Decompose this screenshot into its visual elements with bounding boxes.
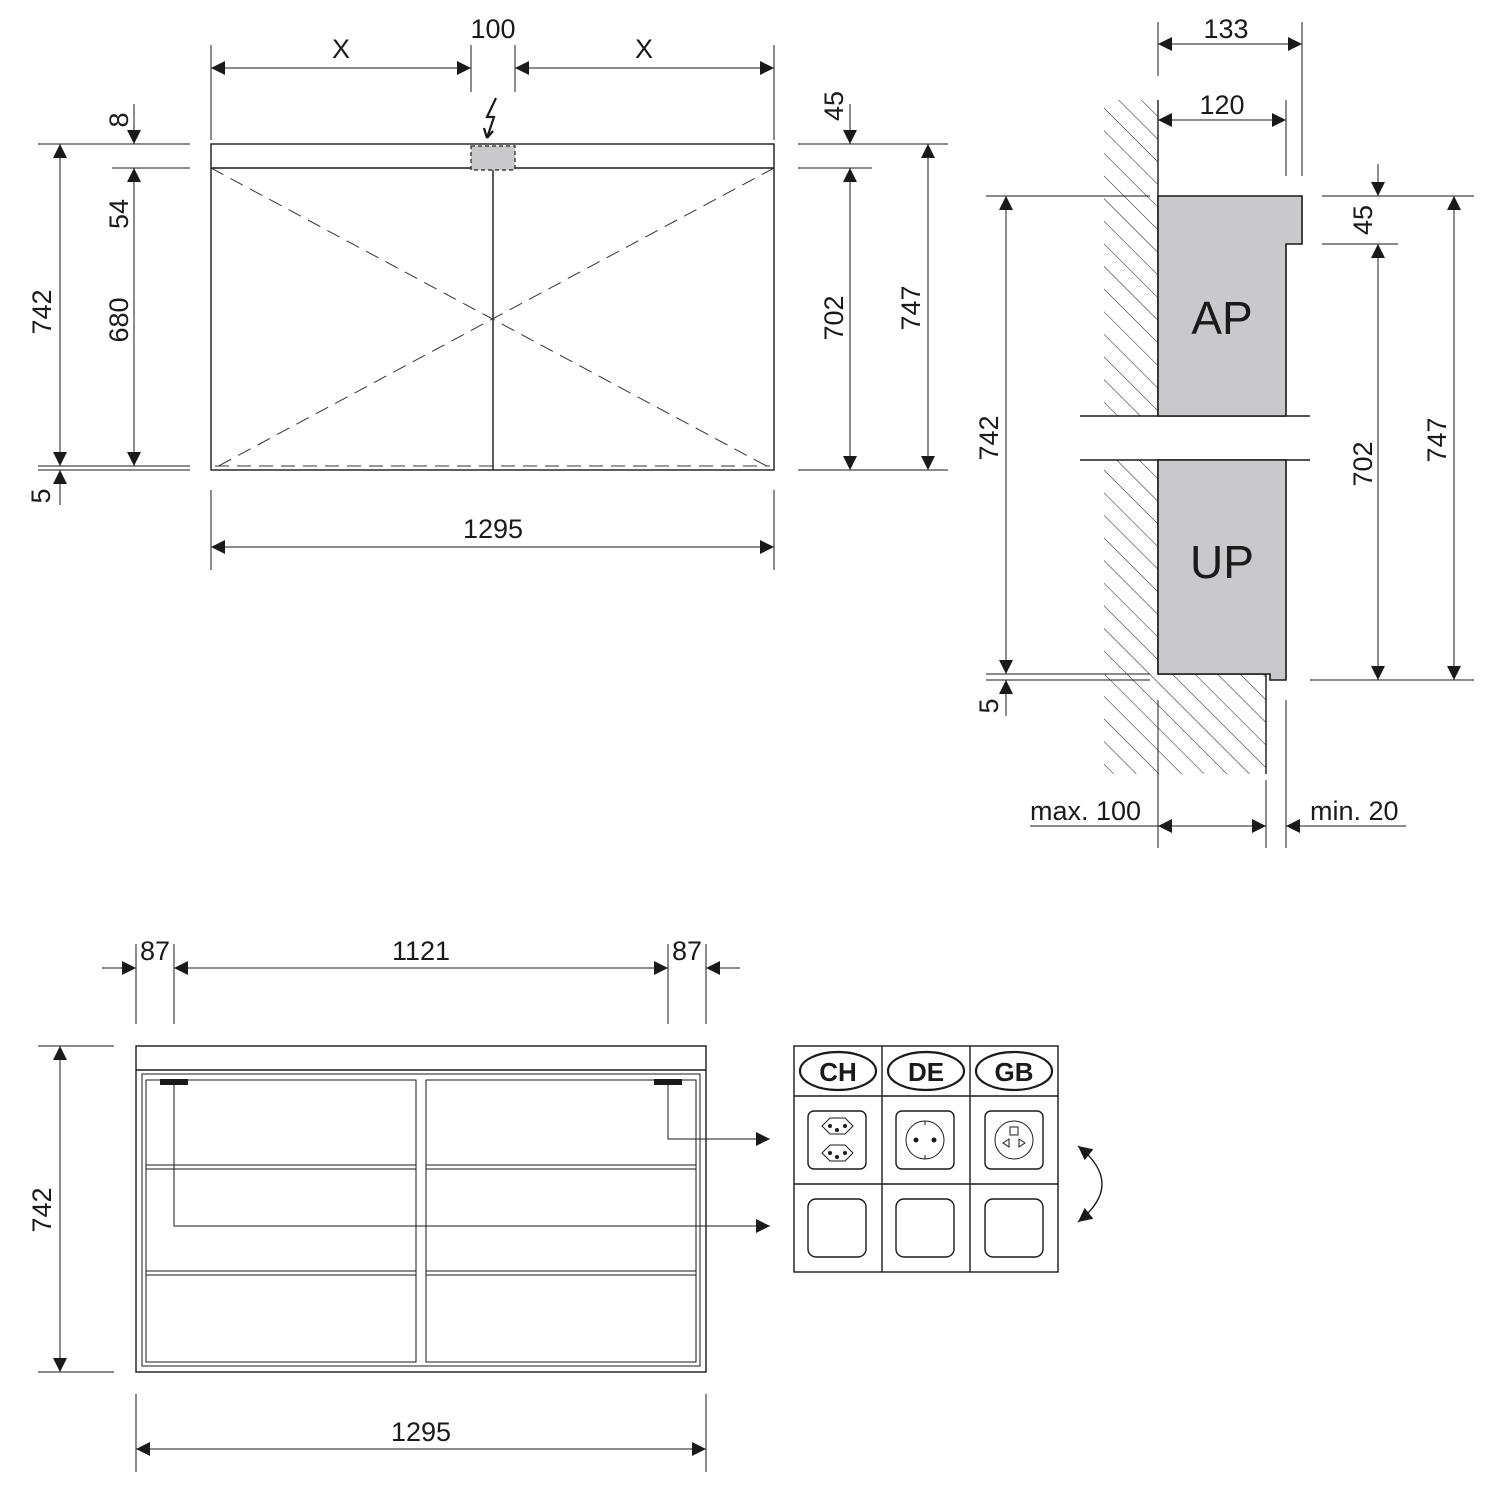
power-connection-box <box>470 145 516 171</box>
bottom-view: 87 1121 87 742 1295 <box>27 936 770 1472</box>
label-side-right-body: 702 <box>1348 441 1378 486</box>
front-view: X 100 X 1295 8 54 680 742 5 45 702 747 <box>26 14 948 570</box>
label-ap: AP <box>1191 292 1252 344</box>
label-gap-left: X <box>332 34 350 64</box>
label-country-ch: CH <box>819 1057 857 1087</box>
light-right <box>654 1079 682 1085</box>
cabinet-surface-mounted <box>1157 195 1303 417</box>
label-max: max. 100 <box>1030 796 1141 826</box>
blank-plate-ch <box>807 1198 867 1258</box>
country-badge-de <box>886 1050 966 1092</box>
label-left-margin: 87 <box>140 936 170 966</box>
label-gap-center: 100 <box>470 14 515 44</box>
side-view: AP UP 133 120 742 5 45 702 747 <box>974 14 1474 848</box>
label-side-right-top: 45 <box>1348 205 1378 235</box>
blank-plate-de <box>895 1198 955 1258</box>
bottom-cabinet-outline <box>135 1045 707 1373</box>
blank-plate-gb <box>984 1198 1044 1258</box>
ch-socket-icon <box>807 1110 867 1170</box>
front-door-diagonal <box>210 167 775 471</box>
label-right-top: 45 <box>819 91 849 121</box>
swap-arrow-icon <box>1077 1145 1103 1223</box>
label-bottom-offset: 5 <box>26 488 56 503</box>
wall-hatch-lower <box>1104 460 1158 674</box>
gb-socket-icon <box>984 1110 1044 1170</box>
socket-panel: CH DE GB <box>793 1045 1103 1273</box>
label-gap-right: X <box>635 34 653 64</box>
light-left <box>160 1079 188 1085</box>
country-badge-ch <box>798 1050 878 1092</box>
label-side-total-left: 742 <box>974 415 1004 460</box>
label-country-de: DE <box>908 1057 944 1087</box>
label-side-right-total: 747 <box>1422 417 1452 462</box>
lightning-icon <box>482 97 497 139</box>
label-right-total: 747 <box>896 285 926 330</box>
wall-hatch-upper <box>1104 100 1158 416</box>
cabinet-recessed <box>1157 459 1287 681</box>
label-bottom-width: 1295 <box>391 1417 451 1447</box>
wall-hatch-bottom <box>1104 674 1266 774</box>
label-right-margin: 87 <box>672 936 702 966</box>
label-center-width: 1121 <box>392 936 450 966</box>
label-body: 680 <box>104 297 134 342</box>
label-front-width: 1295 <box>463 514 523 544</box>
label-header: 54 <box>104 199 134 229</box>
label-side-bottom: 5 <box>974 698 1004 713</box>
label-right-body: 702 <box>819 295 849 340</box>
label-min: min. 20 <box>1310 796 1399 826</box>
label-total-left: 742 <box>27 289 57 334</box>
label-depth-body: 120 <box>1199 90 1244 120</box>
label-depth-top: 133 <box>1203 14 1248 44</box>
de-socket-icon <box>895 1110 955 1170</box>
label-up: UP <box>1190 536 1254 588</box>
label-top-strip: 8 <box>104 112 134 127</box>
label-country-gb: GB <box>995 1057 1034 1087</box>
label-bottom-height: 742 <box>27 1187 57 1232</box>
country-badge-gb <box>974 1050 1054 1092</box>
